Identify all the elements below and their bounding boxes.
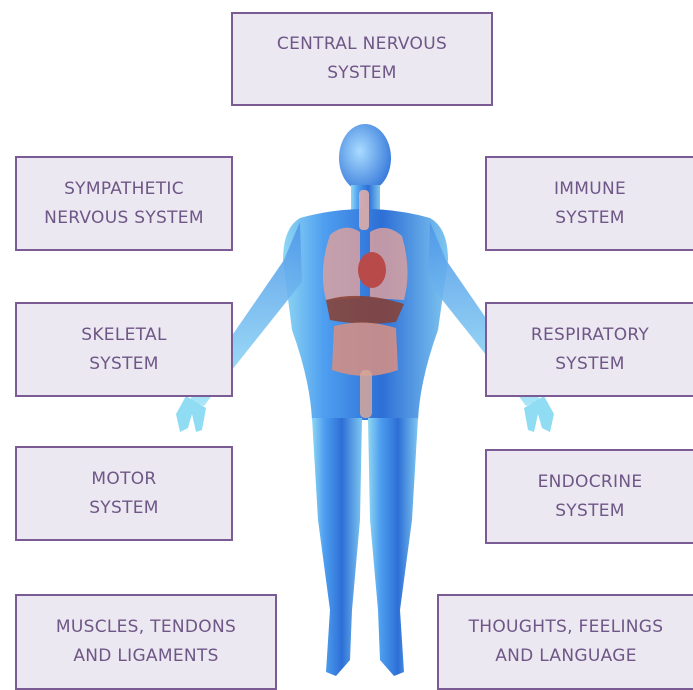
label-box-immune-system: IMMUNE SYSTEM bbox=[485, 156, 693, 251]
organ-intestines bbox=[332, 322, 398, 376]
label-line: NERVOUS SYSTEM bbox=[44, 204, 204, 233]
label-box-sympathetic-nervous-system: SYMPATHETIC NERVOUS SYSTEM bbox=[15, 156, 233, 251]
label-line: SYSTEM bbox=[89, 494, 159, 523]
label-line: MUSCLES, TENDONS bbox=[56, 613, 236, 642]
label-line: RESPIRATORY bbox=[531, 321, 649, 350]
label-line: AND LANGUAGE bbox=[495, 642, 637, 671]
label-box-central-nervous-system: CENTRAL NERVOUS SYSTEM bbox=[231, 12, 493, 106]
label-box-endocrine-system: ENDOCRINE SYSTEM bbox=[485, 449, 693, 544]
body-left-leg bbox=[312, 418, 362, 676]
label-line: SYSTEM bbox=[89, 350, 159, 379]
organ-trachea bbox=[359, 190, 369, 230]
label-line: SKELETAL bbox=[81, 321, 166, 350]
label-line: SYSTEM bbox=[555, 497, 625, 526]
label-box-muscles-tendons-ligaments: MUSCLES, TENDONS AND LIGAMENTS bbox=[15, 594, 277, 690]
organ-heart bbox=[358, 252, 386, 288]
label-line: SYMPATHETIC bbox=[64, 175, 184, 204]
label-line: SYSTEM bbox=[555, 350, 625, 379]
label-box-motor-system: MOTOR SYSTEM bbox=[15, 446, 233, 541]
label-box-thoughts-feelings-language: THOUGHTS, FEELINGS AND LANGUAGE bbox=[437, 594, 693, 690]
label-line: AND LIGAMENTS bbox=[73, 642, 218, 671]
label-line: IMMUNE bbox=[554, 175, 626, 204]
label-box-respiratory-system: RESPIRATORY SYSTEM bbox=[485, 302, 693, 397]
label-line: CENTRAL NERVOUS bbox=[277, 30, 447, 59]
organ-spine bbox=[360, 370, 372, 418]
body-right-leg bbox=[368, 418, 418, 676]
label-line: ENDOCRINE bbox=[538, 468, 643, 497]
label-box-skeletal-system: SKELETAL SYSTEM bbox=[15, 302, 233, 397]
label-line: MOTOR bbox=[91, 465, 156, 494]
label-line: SYSTEM bbox=[555, 204, 625, 233]
body-head bbox=[339, 124, 391, 192]
label-line: THOUGHTS, FEELINGS bbox=[469, 613, 664, 642]
label-line: SYSTEM bbox=[327, 59, 397, 88]
